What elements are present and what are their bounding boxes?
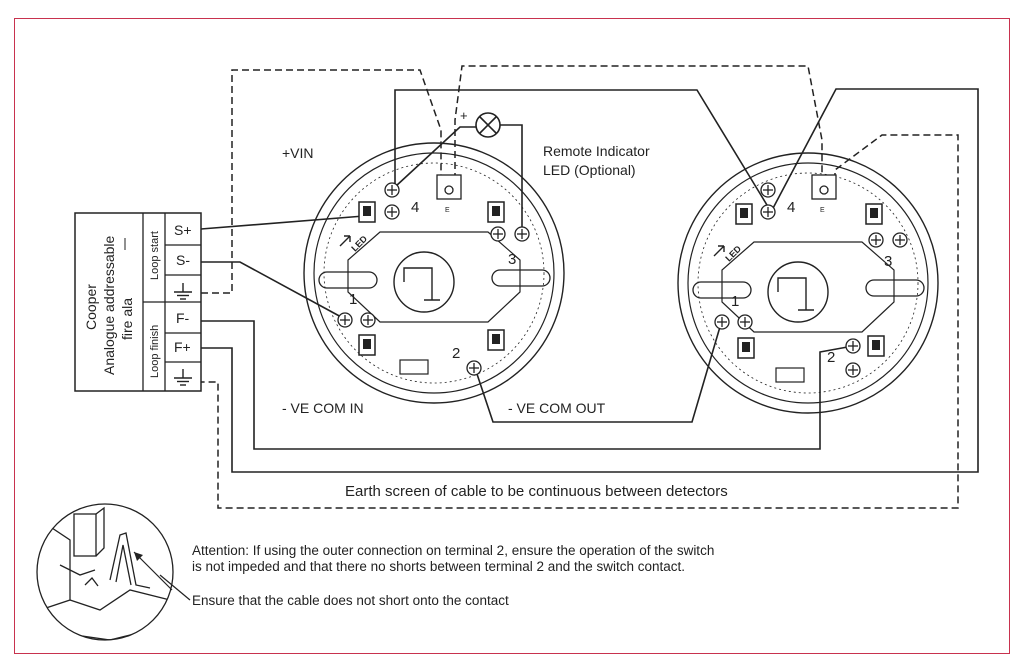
- contact-detail-inset: [36, 503, 191, 641]
- diagram-frame: [14, 18, 1010, 654]
- terminal-number-3: 3: [508, 251, 516, 268]
- detector-base-2: LED E 4 3 1 2: [677, 152, 939, 414]
- ensure-note: Ensure that the cable does not short ont…: [192, 593, 509, 608]
- earth-letter: E: [820, 207, 825, 214]
- terminal-number-4: 4: [787, 199, 795, 216]
- terminal-f-minus: F-: [176, 310, 190, 326]
- lamp-icon: [475, 112, 501, 138]
- terminal-number-1: 1: [731, 293, 739, 310]
- led-label: LED: [349, 233, 369, 253]
- earth-screen-label: Earth screen of cable to be continuous b…: [345, 483, 728, 500]
- ve-com-out-label: - VE COM OUT: [508, 400, 606, 416]
- panel-brand: Cooper: [83, 284, 99, 330]
- terminal-s-plus: S+: [174, 222, 192, 238]
- terminal-number-1: 1: [349, 291, 357, 308]
- terminal-number-3: 3: [884, 253, 892, 270]
- led-plus-label: +: [460, 108, 468, 123]
- attention-note-line-1: Attention: If using the outer connection…: [192, 543, 714, 558]
- control-panel: S+ S- F- F+ Loop start Loop finish Coope…: [74, 212, 202, 392]
- detector-base-1: LED E 4 3 1 2: [303, 142, 565, 404]
- loop-start-label: Loop start: [149, 231, 161, 280]
- switch-contact-icon: [735, 203, 885, 359]
- earth-letter: E: [445, 207, 450, 214]
- earth-screen-wiring: [201, 65, 959, 509]
- terminal-number-4: 4: [411, 199, 419, 216]
- attention-note-line-2: is not impeded and that there no shorts …: [192, 559, 685, 574]
- loop-finish-label: Loop finish: [149, 325, 161, 378]
- loop-wiring: [200, 88, 979, 473]
- terminal-number-2: 2: [452, 345, 460, 362]
- remote-indicator-label: Remote Indicator: [543, 143, 650, 159]
- panel-line-3: fire ala: [119, 298, 135, 340]
- led-label: LED: [723, 243, 743, 263]
- terminal-number-2: 2: [827, 349, 835, 366]
- panel-line-2: Analogue addressable: [101, 235, 117, 375]
- terminal-s-minus: S-: [176, 252, 190, 268]
- terminal-f-plus: F+: [174, 339, 191, 355]
- ve-com-in-label: - VE COM IN: [282, 400, 364, 416]
- vin-label: +VIN: [282, 145, 314, 161]
- remote-indicator-sublabel: LED (Optional): [543, 162, 636, 178]
